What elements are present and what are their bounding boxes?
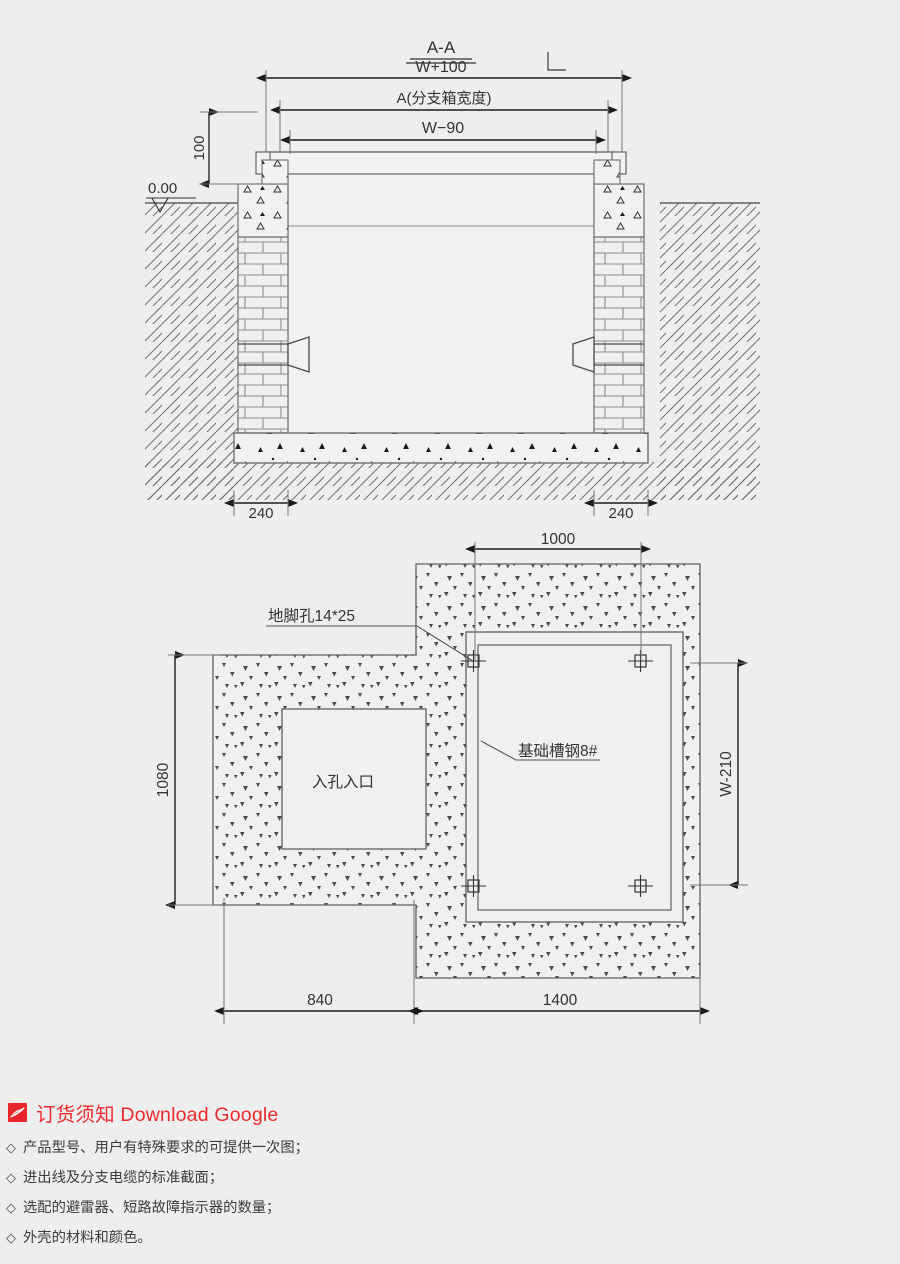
manhole-opening — [281, 708, 427, 850]
channel-steel-callout: 基础槽钢8# — [480, 740, 600, 761]
dim-top-height-label: 100 — [191, 135, 208, 160]
note-text: 外壳的材料和颜色。 — [23, 1230, 152, 1246]
dim-wall-right-label: 240 — [608, 505, 633, 522]
dim-plan-right-height: W-210 — [690, 659, 748, 889]
notes-list: ◇ 产品型号、用户有特殊要求的可提供一次图； ◇ 进出线及分支电缆的标准截面； … — [0, 1127, 900, 1261]
cover-plate — [255, 151, 627, 175]
anchor-hole-callout: 地脚孔14*25 — [266, 607, 474, 662]
anchor-hole-label: 地脚孔14*25 — [268, 607, 355, 625]
dim-wall-right: 240 — [584, 490, 658, 522]
foundation-frame-inner — [477, 644, 672, 911]
dim-inner-width-label: W−90 — [422, 120, 464, 137]
section-title-group: A-A — [406, 38, 476, 64]
dim-plan-bottom-right: 1400 — [408, 975, 710, 1024]
dim-plan-left-height: 1080 — [155, 651, 220, 909]
dim-plan-bottom-right-label: 1400 — [543, 992, 578, 1009]
dim-top-height: 100 — [191, 108, 258, 188]
swoosh-icon — [8, 1103, 27, 1122]
dim-wall-left: 240 — [224, 490, 298, 522]
list-item: ◇ 选配的避雷器、短路故障指示器的数量； — [6, 1200, 900, 1231]
dim-overall-width: W+100 — [256, 59, 632, 152]
diamond-bullet-icon: ◇ — [6, 1200, 16, 1215]
notes-title: 订货须知 Download Google — [36, 1104, 279, 1126]
dim-inner-width: W−90 — [280, 120, 606, 154]
dim-overall-width-label: W+100 — [415, 59, 466, 76]
concrete-footing — [233, 432, 649, 464]
dim-cabinet-width-label: A(分支箱宽度) — [397, 90, 492, 107]
diamond-bullet-icon: ◇ — [6, 1140, 16, 1155]
ground-earth-hatch — [145, 202, 760, 500]
note-text: 产品型号、用户有特殊要求的可提供一次图； — [23, 1140, 309, 1156]
elevation-label: 0.00 — [148, 180, 177, 197]
notes-header: 订货须知 Download Google — [0, 1090, 900, 1127]
diamond-bullet-icon: ◇ — [6, 1170, 16, 1185]
ordering-notes-section: 订货须知 Download Google ◇ 产品型号、用户有特殊要求的可提供一… — [0, 1090, 900, 1261]
elevation-marker-0: 0.00 — [146, 180, 196, 214]
manhole-label: 入孔入口 — [312, 773, 374, 791]
section-view-a-a: A-A 0.00 — [145, 38, 760, 522]
left-brick-pier — [237, 159, 310, 434]
plan-view: 入孔入口 — [155, 531, 748, 1024]
corner-reference-mark — [547, 52, 566, 71]
diamond-bullet-icon: ◇ — [6, 1230, 16, 1245]
dim-plan-top-width-label: 1000 — [541, 531, 576, 548]
section-title: A-A — [427, 38, 456, 57]
dim-cabinet-width: A(分支箱宽度) — [270, 90, 618, 152]
list-item: ◇ 外壳的材料和颜色。 — [6, 1230, 900, 1261]
right-brick-pier — [572, 159, 645, 434]
dim-plan-bottom-left: 840 — [214, 898, 424, 1024]
dim-plan-bottom-left-label: 840 — [307, 992, 333, 1009]
list-item: ◇ 产品型号、用户有特殊要求的可提供一次图； — [6, 1140, 900, 1171]
note-text: 进出线及分支电缆的标准截面； — [23, 1170, 224, 1186]
dim-plan-left-height-label: 1080 — [155, 762, 172, 797]
cabinet-body — [287, 173, 595, 437]
dim-plan-top-width: 1000 — [465, 531, 651, 660]
dim-plan-right-height-label: W-210 — [718, 751, 735, 797]
note-text: 选配的避雷器、短路故障指示器的数量； — [23, 1200, 281, 1216]
technical-drawing: A-A 0.00 — [145, 38, 760, 1024]
list-item: ◇ 进出线及分支电缆的标准截面； — [6, 1170, 900, 1201]
channel-steel-label: 基础槽钢8# — [518, 742, 598, 760]
dim-wall-left-label: 240 — [248, 505, 273, 522]
